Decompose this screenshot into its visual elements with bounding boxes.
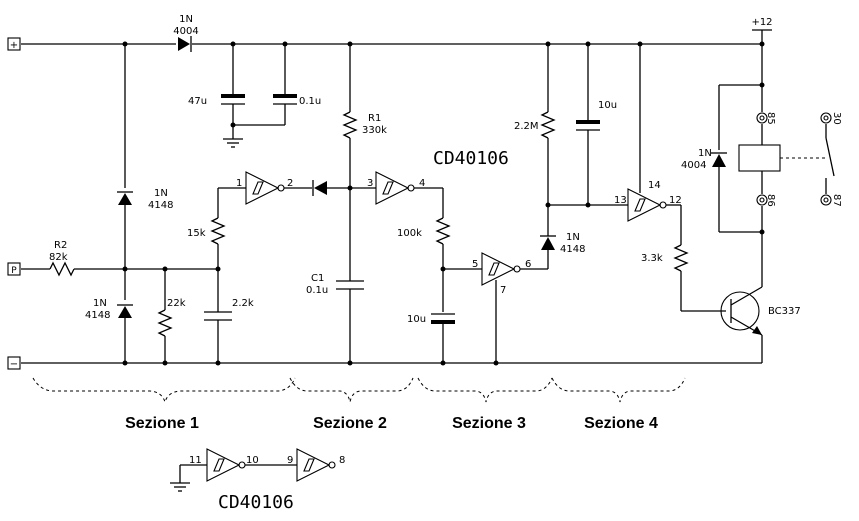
svg-text:87: 87: [831, 194, 842, 207]
relay-terminal-86: 86: [756, 194, 776, 207]
svg-text:5: 5: [472, 259, 478, 270]
svg-text:86: 86: [765, 194, 776, 207]
svg-text:1N: 1N: [179, 14, 193, 25]
resistor-2-2m: 2.2M: [514, 44, 556, 205]
svg-text:R2: R2: [54, 240, 67, 251]
resistor-100k: 100k: [397, 188, 451, 312]
svg-text:8: 8: [339, 455, 345, 466]
svg-text:1N: 1N: [698, 148, 712, 159]
diode-1n4148-lower: 1N 4148: [85, 298, 133, 321]
svg-text:1N: 1N: [93, 298, 107, 309]
unused-gates: 11 10 9 8: [170, 448, 345, 492]
svg-text:10: 10: [246, 455, 259, 466]
transistor-bc337: BC337: [720, 286, 801, 363]
ic-label-main: CD40106: [433, 148, 509, 169]
svg-text:13: 13: [614, 195, 627, 206]
diode-input-1n4004: 1N 4004: [173, 14, 199, 52]
terminal-plus: +: [7, 37, 21, 51]
relay-terminal-85: 85: [756, 112, 776, 125]
svg-text:7: 7: [500, 285, 506, 296]
svg-text:6: 6: [525, 259, 531, 270]
svg-text:0.1u: 0.1u: [299, 96, 321, 107]
svg-text:3: 3: [367, 178, 373, 189]
relay-coil: [738, 144, 826, 172]
svg-text:10u: 10u: [407, 314, 426, 325]
svg-text:0.1u: 0.1u: [306, 285, 328, 296]
capacitor-0-1u: 0.1u: [233, 44, 321, 126]
ic-label-bottom: CD40106: [218, 492, 294, 513]
diode-1n4148-upper: 1N 4148: [117, 188, 173, 211]
relay-network: [718, 44, 763, 287]
svg-text:2.2k: 2.2k: [232, 298, 254, 309]
svg-text:85: 85: [765, 112, 776, 125]
capacitor-c1-0-1u: C1 0.1u: [306, 188, 364, 363]
resistor-r1-330k: R1 330k: [342, 44, 387, 188]
schmitt-inverter-g3: 5 6 7: [472, 252, 531, 363]
svg-text:22k: 22k: [167, 298, 186, 309]
svg-text:47u: 47u: [188, 96, 207, 107]
svg-text:C1: C1: [311, 273, 324, 284]
relay-contacts: 30 87: [820, 112, 842, 207]
svg-text:14: 14: [648, 180, 661, 191]
schmitt-inverter-g1: 1 2: [218, 171, 293, 205]
terminal-p: P: [7, 262, 21, 276]
svg-text:9: 9: [287, 455, 293, 466]
svg-text:12: 12: [669, 195, 682, 206]
terminal-minus: −: [7, 356, 21, 370]
svg-text:−: −: [10, 359, 18, 370]
svg-text:1N: 1N: [566, 232, 580, 243]
section-label-4: Sezione 4: [584, 415, 658, 432]
supply-label: +12: [751, 17, 772, 28]
section-label-3: Sezione 3: [452, 415, 526, 432]
svg-text:4148: 4148: [560, 244, 585, 255]
svg-text:2: 2: [287, 178, 293, 189]
svg-text:P: P: [11, 266, 17, 276]
power-rails: [21, 29, 772, 364]
svg-text:4148: 4148: [148, 200, 173, 211]
resistor-22k: 22k: [157, 269, 186, 363]
capacitor-47u: 47u: [188, 44, 245, 139]
svg-text:4004: 4004: [681, 160, 706, 171]
svg-text:10u: 10u: [598, 100, 617, 111]
svg-text:BC337: BC337: [768, 306, 801, 317]
capacitor-10u-low: 10u: [407, 313, 455, 363]
schmitt-inverter-g2: 3 4: [367, 171, 425, 205]
section-label-2: Sezione 2: [313, 415, 387, 432]
svg-text:1N: 1N: [154, 188, 168, 199]
resistor-15k: 15k: [187, 188, 226, 269]
resistor-3-3k: 3.3k: [641, 205, 726, 312]
svg-text:100k: 100k: [397, 228, 422, 239]
svg-text:4: 4: [419, 178, 425, 189]
diode-1n4148-mid: 1N 4148: [540, 205, 585, 255]
capacitor-10u-top: 10u: [576, 44, 617, 205]
svg-text:15k: 15k: [187, 228, 206, 239]
capacitor-2-2k: 2.2k: [204, 269, 254, 363]
svg-text:R1: R1: [368, 113, 381, 124]
svg-text:4148: 4148: [85, 310, 110, 321]
svg-text:3.3k: 3.3k: [641, 253, 663, 264]
section-braces: [32, 377, 686, 404]
svg-text:30: 30: [831, 112, 842, 125]
section-label-1: Sezione 1: [125, 415, 199, 432]
diode-1n4004-relay: 1N 4004: [681, 148, 727, 171]
svg-text:82k: 82k: [49, 252, 68, 263]
ground-symbol: [223, 138, 243, 148]
junction-dots: [122, 41, 765, 366]
svg-text:+: +: [10, 40, 18, 51]
svg-text:1: 1: [236, 178, 242, 189]
svg-text:11: 11: [189, 455, 202, 466]
schmitt-inverter-g4: 13 12 14: [614, 44, 682, 222]
svg-text:4004: 4004: [173, 26, 198, 37]
resistor-r2-82k: R2 82k: [21, 240, 218, 277]
svg-text:2.2M: 2.2M: [514, 121, 539, 132]
svg-text:330k: 330k: [362, 125, 387, 136]
